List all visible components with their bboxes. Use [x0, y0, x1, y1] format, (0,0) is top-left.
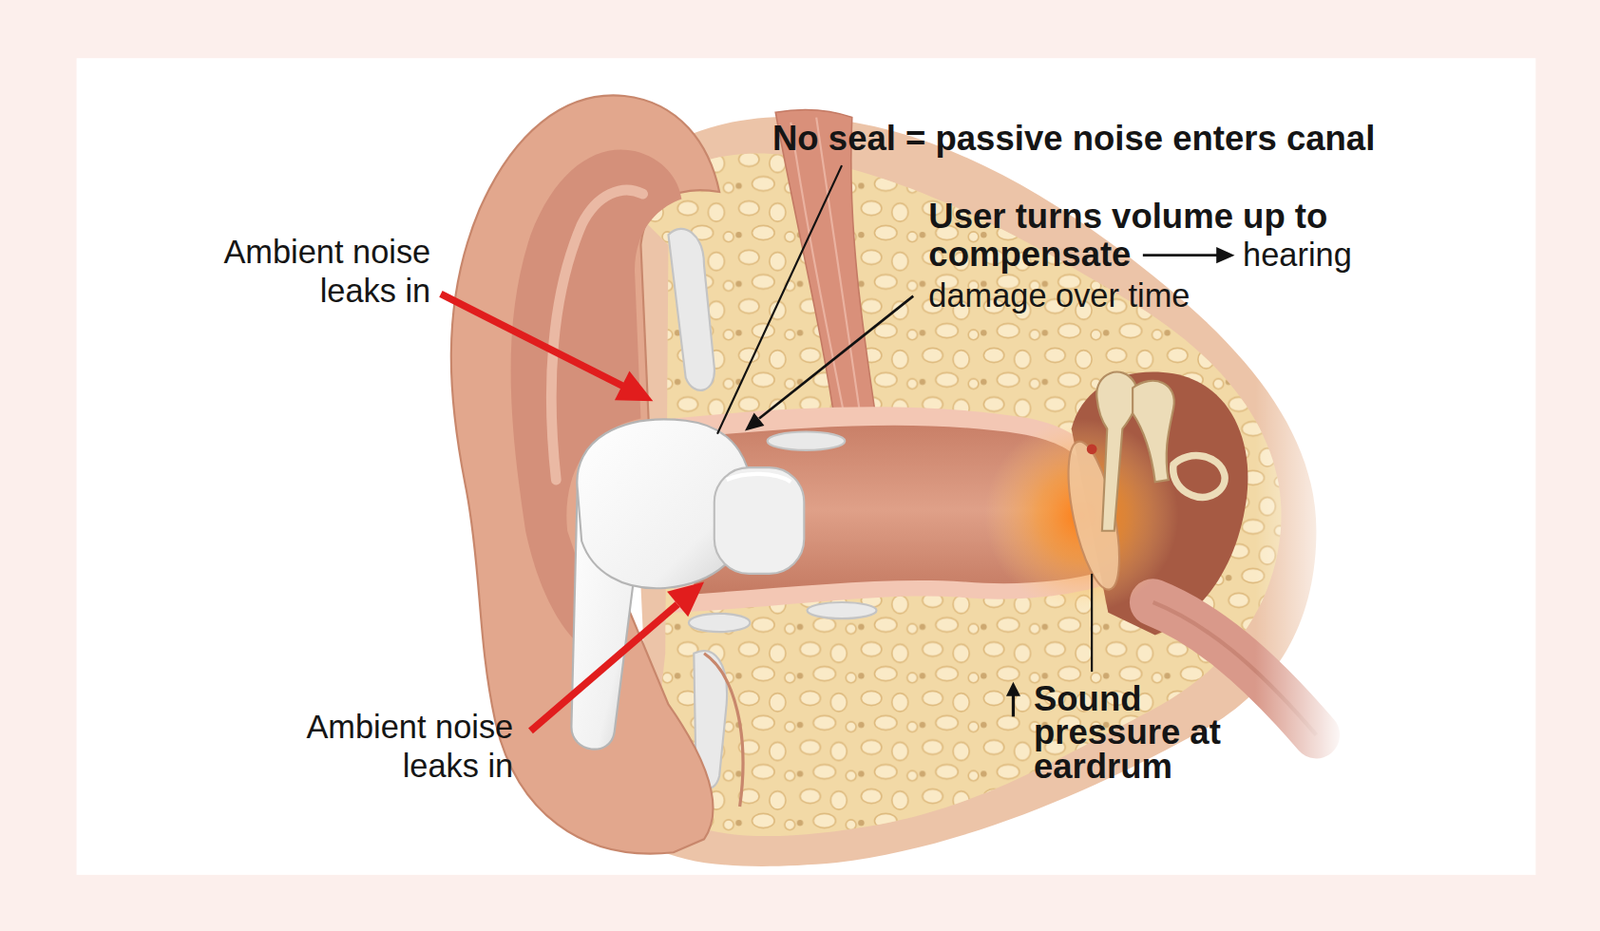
- callout-heading: No seal = passive noise enters canal: [772, 119, 1375, 157]
- leader-line: [759, 296, 914, 420]
- panel: [76, 57, 1537, 876]
- callout-label: hearing damage over time: [928, 234, 1378, 317]
- up-arrow: [1011, 694, 1015, 718]
- noise-arrow: [440, 293, 623, 386]
- noise-arrow: [530, 604, 678, 731]
- arrowhead: [1006, 682, 1021, 697]
- tip-highlight: [726, 474, 792, 482]
- cartilage: [688, 613, 750, 632]
- leader-line: [1090, 573, 1093, 672]
- fade: [1255, 204, 1348, 777]
- muscle-dot: [1086, 443, 1098, 455]
- muscle: [775, 110, 877, 435]
- cartilage: [767, 432, 846, 451]
- ear-tip: [714, 467, 805, 574]
- muscle-fibres: [790, 117, 862, 430]
- callout-label: Ambient noise leaks in: [278, 707, 514, 786]
- malleus: [1096, 372, 1138, 532]
- stapes: [1173, 456, 1225, 498]
- arrowhead: [614, 370, 653, 401]
- callout-label: Ambient noise leaks in: [195, 232, 431, 311]
- leader-line: [717, 165, 842, 435]
- arrowhead: [1216, 247, 1235, 264]
- cartilage: [667, 228, 714, 391]
- cartilage: [807, 602, 877, 619]
- arrowhead: [744, 413, 764, 432]
- callout-heading: Sound pressure at eardrum: [1033, 682, 1254, 783]
- flow-arrow: [1142, 253, 1219, 257]
- incus: [1132, 380, 1175, 482]
- arrowhead: [666, 581, 705, 617]
- tragus-line: [704, 653, 743, 807]
